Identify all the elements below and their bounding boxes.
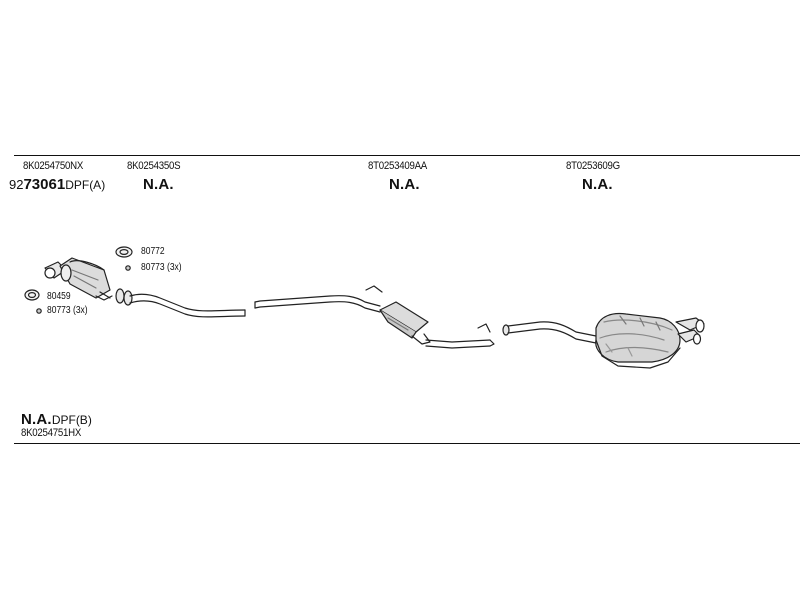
dpf-a-suffix: DPF(A) xyxy=(65,178,106,192)
dpf-catalyst-assembly xyxy=(44,257,113,301)
clamp-icon-left xyxy=(36,308,42,314)
dpf-a-reference: 9273061DPF(A) xyxy=(9,176,105,194)
clamp-icon-top xyxy=(125,265,131,271)
pipe-joint-clamp xyxy=(115,288,133,306)
part-number-dpf-a: 8K0254750NX xyxy=(23,160,84,172)
gasket-icon-left xyxy=(24,289,40,301)
top-divider-line xyxy=(14,155,800,156)
gasket-label-top: 80772 xyxy=(141,246,165,257)
part-number-middle-silencer: 8T0253409AA xyxy=(368,160,428,172)
front-pipe-status: N.A. xyxy=(143,176,174,193)
part-number-front-pipe: 8K0254350S xyxy=(127,160,181,172)
dpf-b-reference: N.A.DPF(B) xyxy=(21,411,92,429)
rear-silencer-status: N.A. xyxy=(582,176,613,193)
gasket-label-left: 80459 xyxy=(47,291,71,302)
middle-silencer-status: N.A. xyxy=(389,176,420,193)
dpf-a-main-number: 73061 xyxy=(23,176,66,193)
dpf-a-prefix: 92 xyxy=(9,177,24,192)
middle-pipe xyxy=(254,285,383,313)
dpf-b-suffix: DPF(B) xyxy=(51,413,92,427)
part-number-rear-silencer: 8T0253609G xyxy=(566,160,620,172)
middle-silencer xyxy=(379,301,495,349)
rear-silencer xyxy=(595,312,681,369)
tailpipes xyxy=(675,317,705,345)
rear-intermediate-pipe xyxy=(502,321,597,344)
dpf-b-status: N.A. xyxy=(21,411,52,428)
clamp-label-left: 80773 (3x) xyxy=(47,305,88,316)
gasket-icon-top xyxy=(115,246,133,258)
bottom-divider-line xyxy=(14,443,800,444)
part-number-dpf-b: 8K0254751HX xyxy=(21,427,82,439)
clamp-label-top: 80773 (3x) xyxy=(141,262,182,273)
front-pipe xyxy=(129,293,246,318)
